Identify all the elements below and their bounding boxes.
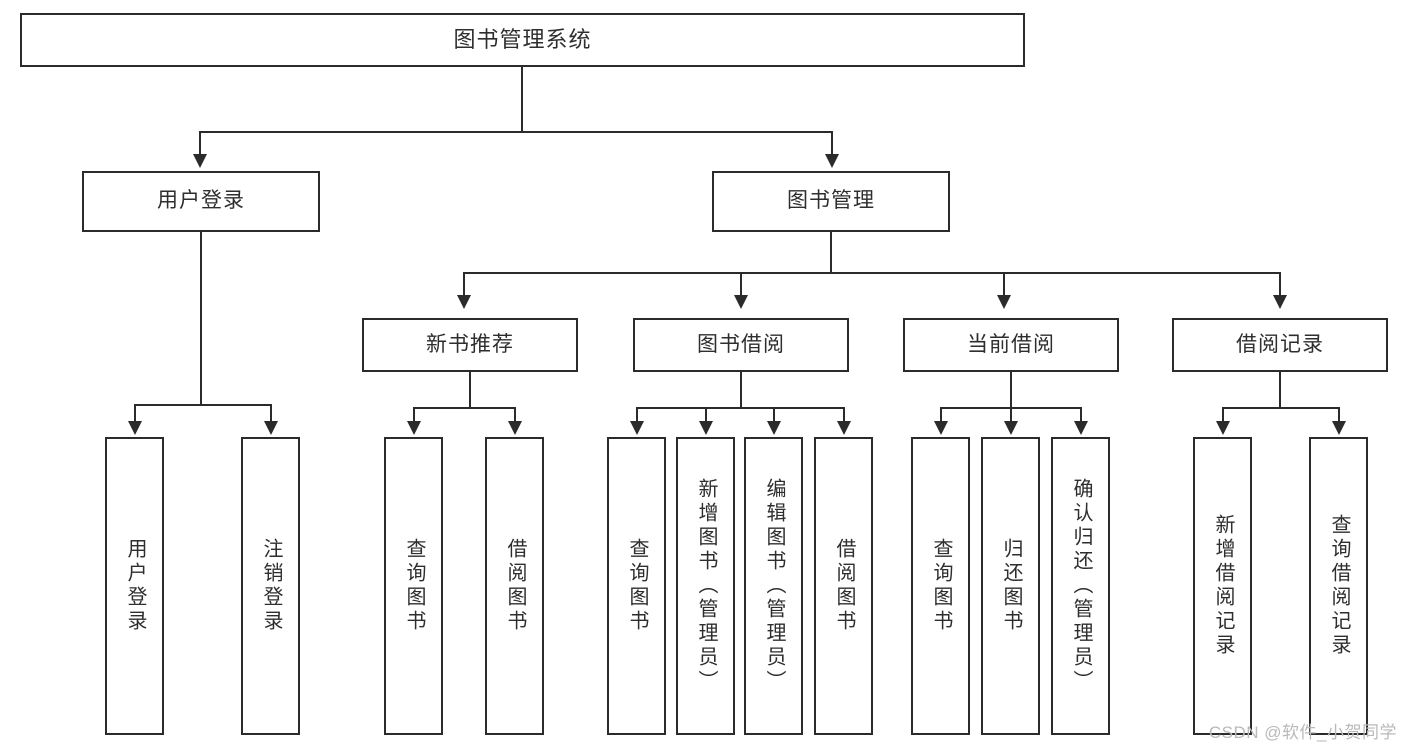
connector-new-book-leaf-2 [514,407,516,422]
leaf-add-book-admin[interactable]: 新增图书（管理员） [676,437,735,735]
leaf-search-book-current[interactable]: 查询图书 [911,437,970,735]
connector-new-book-leaf-1 [413,407,415,422]
connector-root-to-user-login [199,131,201,156]
node-label: 编辑图书（管理员） [763,478,785,694]
arrow-new-book-leaf-1 [407,421,421,435]
node-label: 用户登录 [124,538,146,634]
connector-level3-bus [463,272,1281,274]
leaf-confirm-return-admin[interactable]: 确认归还（管理员） [1051,437,1110,735]
arrow-borrow-record-leaf-2 [1332,421,1346,435]
node-label: 查询图书 [930,538,952,634]
connector-user-login-leaf-1 [134,404,136,422]
arrow-user-login-leaf-2 [264,421,278,435]
arrow-to-new-book [457,295,471,309]
node-label: 注销登录 [260,538,282,634]
leaf-return-book[interactable]: 归还图书 [981,437,1040,735]
connector-book-manage-stem [830,232,832,272]
node-label: 确认归还（管理员） [1070,478,1092,694]
leaf-add-borrow-record[interactable]: 新增借阅记录 [1193,437,1252,735]
node-borrow-record[interactable]: 借阅记录 [1172,318,1388,372]
node-label: 新书推荐 [426,332,514,356]
arrow-current-borrow-leaf-3 [1074,421,1088,435]
arrow-book-borrow-leaf-1 [630,421,644,435]
connector-current-borrow-leaf-3 [1080,407,1082,422]
arrow-user-login-leaf-1 [128,421,142,435]
node-book-management[interactable]: 图书管理 [712,171,950,232]
node-label: 查询借阅记录 [1328,514,1350,658]
leaf-search-book-recommend[interactable]: 查询图书 [384,437,443,735]
node-label: 归还图书 [1000,538,1022,634]
connector-book-borrow-bus [636,407,843,409]
connector-current-borrow-leaf-2 [1010,407,1012,422]
connector-book-borrow-leaf-2 [705,407,707,422]
node-label: 借阅记录 [1236,332,1324,356]
arrow-root-to-user-login [193,154,207,168]
connector-to-borrow-record [1279,272,1281,297]
connector-borrow-record-leaf-2 [1338,407,1340,422]
arrow-to-book-borrow [734,295,748,309]
node-root-system[interactable]: 图书管理系统 [20,13,1025,67]
leaf-edit-book-admin[interactable]: 编辑图书（管理员） [744,437,803,735]
node-current-borrow[interactable]: 当前借阅 [903,318,1119,372]
arrow-book-borrow-leaf-2 [699,421,713,435]
arrow-new-book-leaf-2 [508,421,522,435]
arrow-current-borrow-leaf-2 [1004,421,1018,435]
leaf-search-borrow-record[interactable]: 查询借阅记录 [1309,437,1368,735]
node-user-login[interactable]: 用户登录 [82,171,320,232]
connector-to-current-borrow [1003,272,1005,297]
connector-book-borrow-stem [740,372,742,407]
arrow-borrow-record-leaf-1 [1216,421,1230,435]
node-label: 图书借阅 [697,332,785,356]
connector-new-book-stem [469,372,471,407]
leaf-user-login[interactable]: 用户登录 [105,437,164,735]
connector-to-book-borrow [740,272,742,297]
node-label: 查询图书 [403,538,425,634]
arrow-book-borrow-leaf-4 [837,421,851,435]
leaf-search-book-borrow[interactable]: 查询图书 [607,437,666,735]
connector-book-borrow-leaf-1 [636,407,638,422]
connector-current-borrow-stem [1010,372,1012,407]
node-label: 新增图书（管理员） [695,478,717,694]
arrow-root-to-book-manage [825,154,839,168]
node-label: 用户登录 [157,189,245,213]
node-label: 当前借阅 [967,332,1055,356]
node-label: 借阅图书 [504,538,526,634]
arrow-current-borrow-leaf-1 [934,421,948,435]
node-label: 新增借阅记录 [1212,514,1234,658]
connector-root-bus [199,131,833,133]
connector-book-borrow-leaf-4 [843,407,845,422]
connector-to-new-book [463,272,465,297]
arrow-to-borrow-record [1273,295,1287,309]
arrow-to-current-borrow [997,295,1011,309]
leaf-borrow-book[interactable]: 借阅图书 [814,437,873,735]
connector-borrow-record-leaf-1 [1222,407,1224,422]
arrow-book-borrow-leaf-3 [767,421,781,435]
node-label: 图书管理系统 [453,27,592,53]
connector-user-login-stem [200,232,202,404]
node-new-book-recommend[interactable]: 新书推荐 [362,318,578,372]
leaf-borrow-book-recommend[interactable]: 借阅图书 [485,437,544,735]
connector-new-book-bus [413,407,516,409]
node-label: 借阅图书 [833,538,855,634]
csdn-watermark: CSDN @软件_小贺同学 [1208,723,1397,742]
node-book-borrow[interactable]: 图书借阅 [633,318,849,372]
connector-current-borrow-leaf-1 [940,407,942,422]
connector-root-stem [521,67,523,131]
connector-user-login-leaf-2 [270,404,272,422]
node-label: 图书管理 [787,189,875,213]
leaf-logout[interactable]: 注销登录 [241,437,300,735]
node-label: 查询图书 [626,538,648,634]
connector-user-login-bus [134,404,272,406]
connector-root-to-book-manage [831,131,833,156]
connector-borrow-record-stem [1279,372,1281,407]
connector-borrow-record-bus [1222,407,1340,409]
connector-book-borrow-leaf-3 [773,407,775,422]
